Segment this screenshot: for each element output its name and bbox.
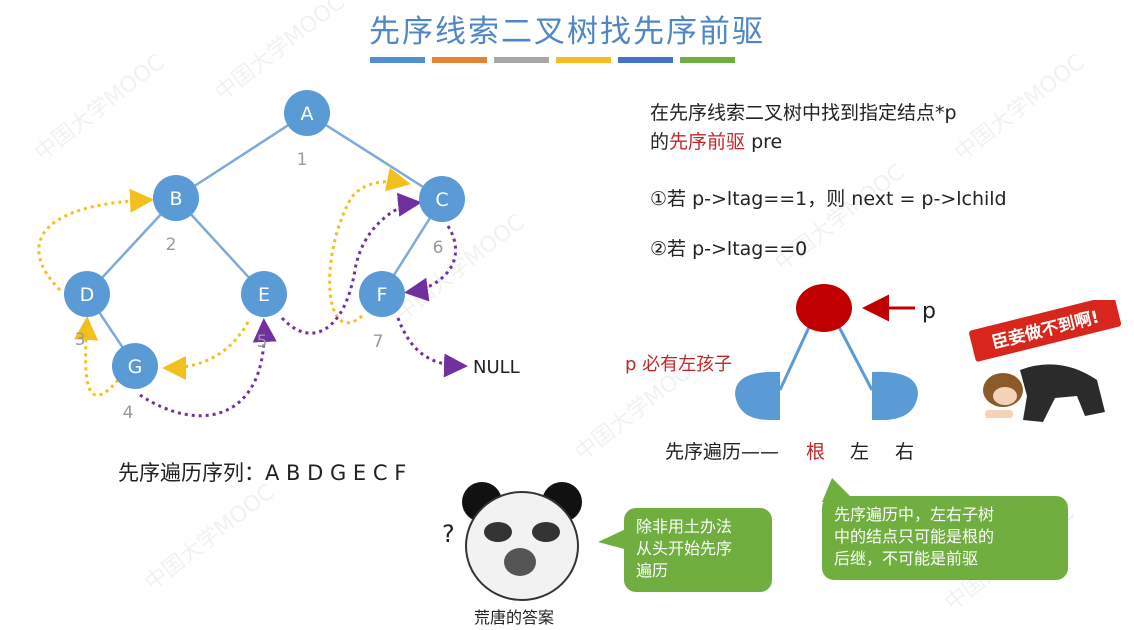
- node-label: F: [377, 284, 388, 306]
- null-label: NULL: [473, 357, 520, 378]
- thread-arrow-f-to-c: [404, 225, 457, 302]
- traversal-root: 根: [806, 441, 825, 463]
- preorder-sequence: 先序遍历序列：A B D G E C F: [118, 461, 407, 485]
- node-order: 5: [257, 332, 268, 352]
- watermark-text: 中国大学MOOC: [950, 49, 1090, 167]
- node-order: 4: [123, 403, 134, 423]
- description-prefix: 的: [650, 131, 670, 153]
- callout-right: 先序遍历中，左右子树 中的结点只可能是根的 后继，不可能是前驱: [822, 496, 1068, 580]
- node-label: C: [435, 189, 448, 211]
- description-highlight: 先序前驱: [669, 131, 746, 153]
- callout-left: 除非用土办法 从头开始先序 遍历: [624, 508, 772, 592]
- node-label: B: [169, 188, 182, 210]
- description-line2: 的先序前驱 pre: [650, 128, 782, 156]
- thread-arrow-g-to-d: [74, 316, 120, 397]
- title-stripe: [556, 57, 611, 63]
- panda-eye-right: [532, 522, 560, 542]
- callout-left-text: 除非用土办法 从头开始先序 遍历: [636, 517, 733, 580]
- tree-node-g: G 4: [112, 343, 158, 423]
- tree-node-f: F 7: [359, 271, 405, 352]
- traversal-prefix: 先序遍历——: [665, 441, 779, 463]
- case-1-text: ①若 p->ltag==1，则 next = p->lchild: [650, 188, 1007, 210]
- thread-arrow-g-to-e: [139, 318, 277, 418]
- figure-face: [993, 387, 1017, 405]
- meme-caption: 荒唐的答案: [474, 608, 555, 627]
- callout-right-text: 先序遍历中，左右子树 中的结点只可能是根的 后继，不可能是前驱: [834, 505, 995, 568]
- tree-node-b: B 2: [153, 175, 199, 255]
- watermark-text: 中国大学MOOC: [140, 479, 280, 597]
- thread-arrow-f-to-null: [396, 317, 468, 378]
- callout-left-tail: [598, 528, 628, 550]
- thread-arrow-e-to-c: [280, 192, 422, 335]
- node-order: 7: [373, 332, 384, 352]
- node-label: G: [128, 356, 143, 378]
- panda-eye-left: [484, 522, 512, 542]
- node-order: 6: [433, 238, 444, 258]
- panda-mouth: [504, 548, 536, 576]
- tree-node-d: D 3: [64, 271, 110, 350]
- left-subtree: [735, 371, 780, 420]
- title-stripe: [432, 57, 487, 63]
- traversal-right: 右: [895, 441, 914, 463]
- description-suffix: pre: [745, 131, 783, 153]
- thread-arrow-e-to-g: [162, 321, 250, 380]
- threaded-tree-diagram: A 1 B 2 C 6 D 3 E 5 F 7 G 4 NULL: [37, 90, 520, 423]
- panda-face: [465, 491, 579, 601]
- title-stripe: [494, 57, 549, 63]
- tree-node-e: E 5: [241, 271, 287, 352]
- sticker-banner: 臣妾做不到啊!: [969, 300, 1122, 362]
- node-order: 3: [75, 330, 86, 350]
- kneeling-sticker: 臣妾做不到啊!: [969, 300, 1122, 422]
- tree-edge: [175, 111, 308, 200]
- figure-hands: [985, 410, 1013, 418]
- node-label: E: [258, 284, 270, 306]
- title-stripe: [680, 57, 735, 63]
- description-line1: 在先序线索二叉树中找到指定结点*p: [650, 102, 957, 124]
- left-edge: [778, 324, 812, 391]
- thread-arrow-d-to-b: [37, 188, 154, 292]
- panda-meme: ?: [442, 482, 582, 601]
- case-2-text: ②若 p->ltag==0: [650, 238, 808, 260]
- title-stripe: [370, 57, 425, 63]
- traversal-left: 左: [850, 441, 869, 463]
- p-root-node: [796, 284, 852, 332]
- tree-node-a: A 1: [284, 90, 330, 170]
- tree-edge: [306, 111, 443, 201]
- right-edge: [836, 324, 874, 391]
- question-mark: ?: [442, 520, 455, 548]
- node-order: 2: [166, 235, 177, 255]
- node-order: 1: [297, 150, 308, 170]
- right-subtree: [872, 371, 918, 420]
- title-stripe: [618, 57, 673, 63]
- figure-body: [1020, 364, 1105, 422]
- p-label: p: [922, 299, 936, 324]
- left-child-note: p 必有左孩子: [625, 354, 732, 375]
- slide-title: 先序线索二叉树找先序前驱: [369, 14, 765, 50]
- tree-node-c: C 6: [419, 176, 465, 258]
- p-node-diagram: p p 必有左孩子 先序遍历—— 根 左 右: [625, 284, 936, 463]
- node-label: D: [80, 284, 95, 306]
- node-label: A: [301, 103, 314, 125]
